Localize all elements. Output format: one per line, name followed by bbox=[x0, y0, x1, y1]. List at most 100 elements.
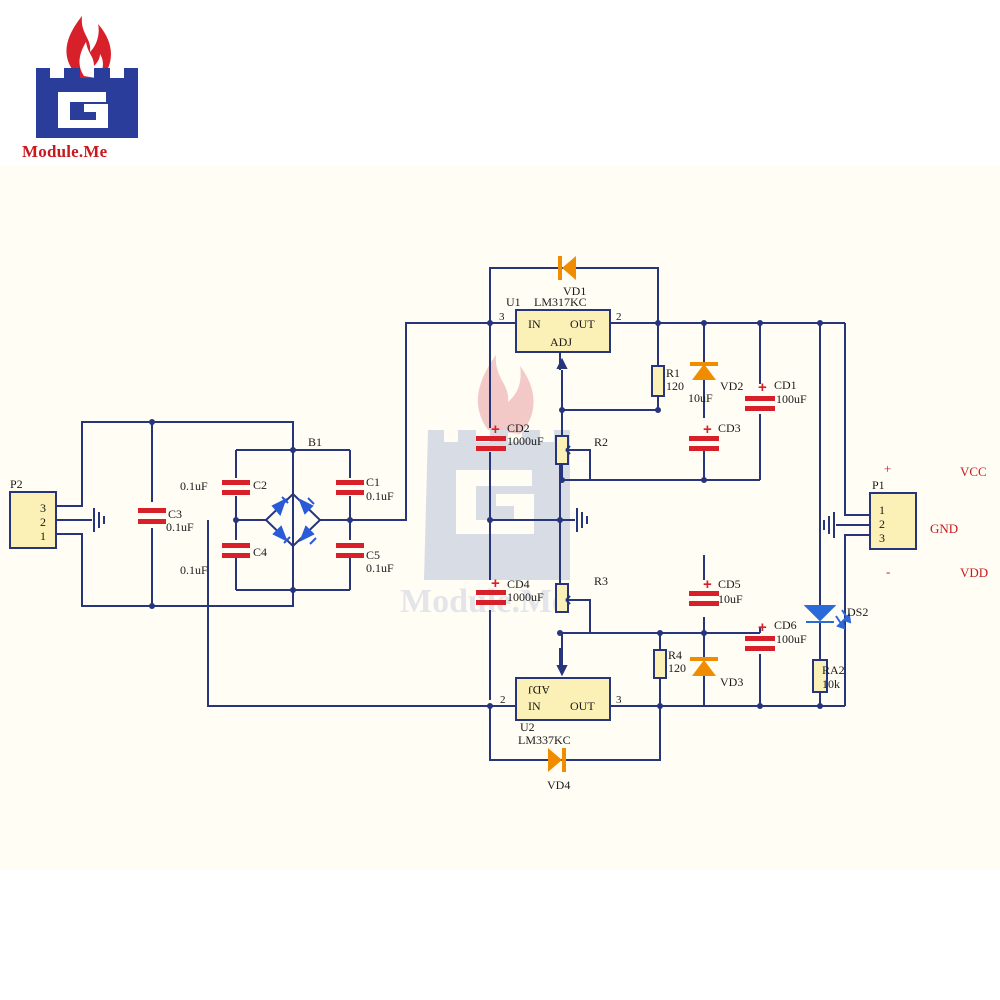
r2-ref: R2 bbox=[594, 435, 608, 449]
svg-text:+: + bbox=[491, 421, 500, 438]
connector-p1: 1 2 3 P1 + - bbox=[869, 461, 917, 579]
p2-pin-3: 3 bbox=[40, 501, 46, 515]
c3-ref: C3 bbox=[168, 507, 182, 521]
p1-pin-1: 1 bbox=[879, 503, 885, 517]
vd1-ref: VD1 bbox=[563, 284, 586, 298]
vd4-ref: VD4 bbox=[547, 778, 570, 792]
p1-plus: + bbox=[884, 461, 891, 476]
capacitor-cd3: + bbox=[689, 421, 719, 451]
cd2-ref: CD2 bbox=[507, 421, 530, 435]
u2-adj: ADJ bbox=[528, 683, 550, 697]
p2-ref: P2 bbox=[10, 477, 23, 491]
u1-adj: ADJ bbox=[550, 335, 572, 349]
ground-symbol-output bbox=[823, 512, 835, 538]
u2-part: LM337KC bbox=[518, 733, 571, 747]
resistor-r1 bbox=[651, 365, 665, 397]
svg-text:+: + bbox=[758, 619, 767, 636]
u1-in: IN bbox=[528, 317, 541, 331]
cd1-ref: CD1 bbox=[774, 378, 797, 392]
r1-ref: R1 bbox=[666, 366, 680, 380]
cd5-ref: CD5 bbox=[718, 577, 741, 591]
capacitor-cd1: + bbox=[745, 379, 775, 411]
capacitor-cd4: + bbox=[476, 575, 506, 605]
wires bbox=[56, 267, 870, 761]
ra2-value: 10k bbox=[822, 677, 840, 691]
u2-out: OUT bbox=[570, 699, 595, 713]
diode-vd4 bbox=[548, 748, 566, 772]
p1-pin-2: 2 bbox=[879, 517, 885, 531]
junctions bbox=[149, 320, 823, 709]
brand-name: Module.Me bbox=[22, 142, 108, 161]
u1-pin-out: 2 bbox=[616, 311, 622, 323]
rail-gnd: GND bbox=[930, 521, 958, 536]
bridge-rectifier-b1 bbox=[271, 496, 317, 545]
p1-ref: P1 bbox=[872, 478, 885, 492]
c4-value: 0.1uF bbox=[180, 563, 208, 577]
diode-vd1 bbox=[558, 256, 576, 280]
r1-value: 120 bbox=[666, 379, 684, 393]
c1-ref: C1 bbox=[366, 475, 380, 489]
capacitor-cd6: + bbox=[745, 619, 775, 651]
u1-pin-in: 3 bbox=[499, 311, 505, 323]
cd4-ref: CD4 bbox=[507, 577, 530, 591]
ra2-ref: RA2 bbox=[822, 663, 845, 677]
potentiometer-r3 bbox=[555, 583, 580, 613]
c2-ref: C2 bbox=[253, 478, 267, 492]
connector-p2: 3 2 1 P2 bbox=[9, 477, 57, 549]
cd4-value: 1000uF bbox=[507, 590, 544, 604]
r4-value: 120 bbox=[668, 661, 686, 675]
r3-ref: R3 bbox=[594, 574, 608, 588]
c5-value: 0.1uF bbox=[366, 561, 394, 575]
c5-ref: C5 bbox=[366, 548, 380, 562]
svg-text:+: + bbox=[758, 379, 767, 396]
regulator-u2: ADJ IN OUT bbox=[515, 677, 611, 721]
ds2-ref: DS2 bbox=[847, 605, 868, 619]
b1-ref: B1 bbox=[308, 435, 322, 449]
p2-pin-1: 1 bbox=[40, 529, 46, 543]
cd3-ref: CD3 bbox=[718, 421, 741, 435]
svg-text:+: + bbox=[703, 576, 712, 593]
cd6-ref: CD6 bbox=[774, 618, 797, 632]
adj-arrow-u1 bbox=[556, 357, 568, 410]
p1-pin-3: 3 bbox=[879, 531, 885, 545]
capacitor-cd2: + bbox=[476, 421, 506, 451]
u2-in: IN bbox=[528, 699, 541, 713]
u2-pin-in: 2 bbox=[500, 694, 506, 706]
svg-text:+: + bbox=[703, 421, 712, 438]
vd2-ref: VD2 bbox=[720, 379, 743, 393]
u1-out: OUT bbox=[570, 317, 595, 331]
ground-symbol-input bbox=[93, 508, 105, 532]
capacitor-cd5: + bbox=[689, 576, 719, 606]
u1-ref: U1 bbox=[506, 295, 521, 309]
cd3-value: 10uF bbox=[688, 391, 713, 405]
u2-ref: U2 bbox=[520, 720, 535, 734]
p1-minus: - bbox=[886, 564, 890, 579]
p2-pin-2: 2 bbox=[40, 515, 46, 529]
vd3-ref: VD3 bbox=[720, 675, 743, 689]
led-ds2 bbox=[803, 605, 852, 630]
c3-value: 0.1uF bbox=[166, 520, 194, 534]
svg-text:+: + bbox=[491, 575, 500, 592]
adj-arrow-u2 bbox=[556, 633, 568, 677]
watermark: Module.Me bbox=[400, 355, 570, 620]
cd2-value: 1000uF bbox=[507, 434, 544, 448]
resistor-r4 bbox=[653, 649, 667, 679]
brand-logo bbox=[36, 16, 138, 138]
capacitor-c4 bbox=[222, 543, 250, 558]
capacitor-c3 bbox=[138, 508, 166, 524]
diode-vd2 bbox=[690, 362, 718, 380]
c1-value: 0.1uF bbox=[366, 489, 394, 503]
capacitor-c2 bbox=[222, 480, 250, 495]
cd5-value: 10uF bbox=[718, 592, 743, 606]
diode-vd3 bbox=[690, 657, 718, 676]
c4-ref: C4 bbox=[253, 545, 267, 559]
rail-vcc: VCC bbox=[960, 464, 987, 479]
resistor-ra2 bbox=[812, 659, 828, 693]
ground-symbol-mid bbox=[576, 508, 588, 532]
potentiometer-r2 bbox=[555, 435, 575, 465]
rail-vdd: VDD bbox=[960, 565, 988, 580]
c2-value: 0.1uF bbox=[180, 479, 208, 493]
cd1-value: 100uF bbox=[776, 392, 807, 406]
capacitor-c5 bbox=[336, 543, 364, 558]
